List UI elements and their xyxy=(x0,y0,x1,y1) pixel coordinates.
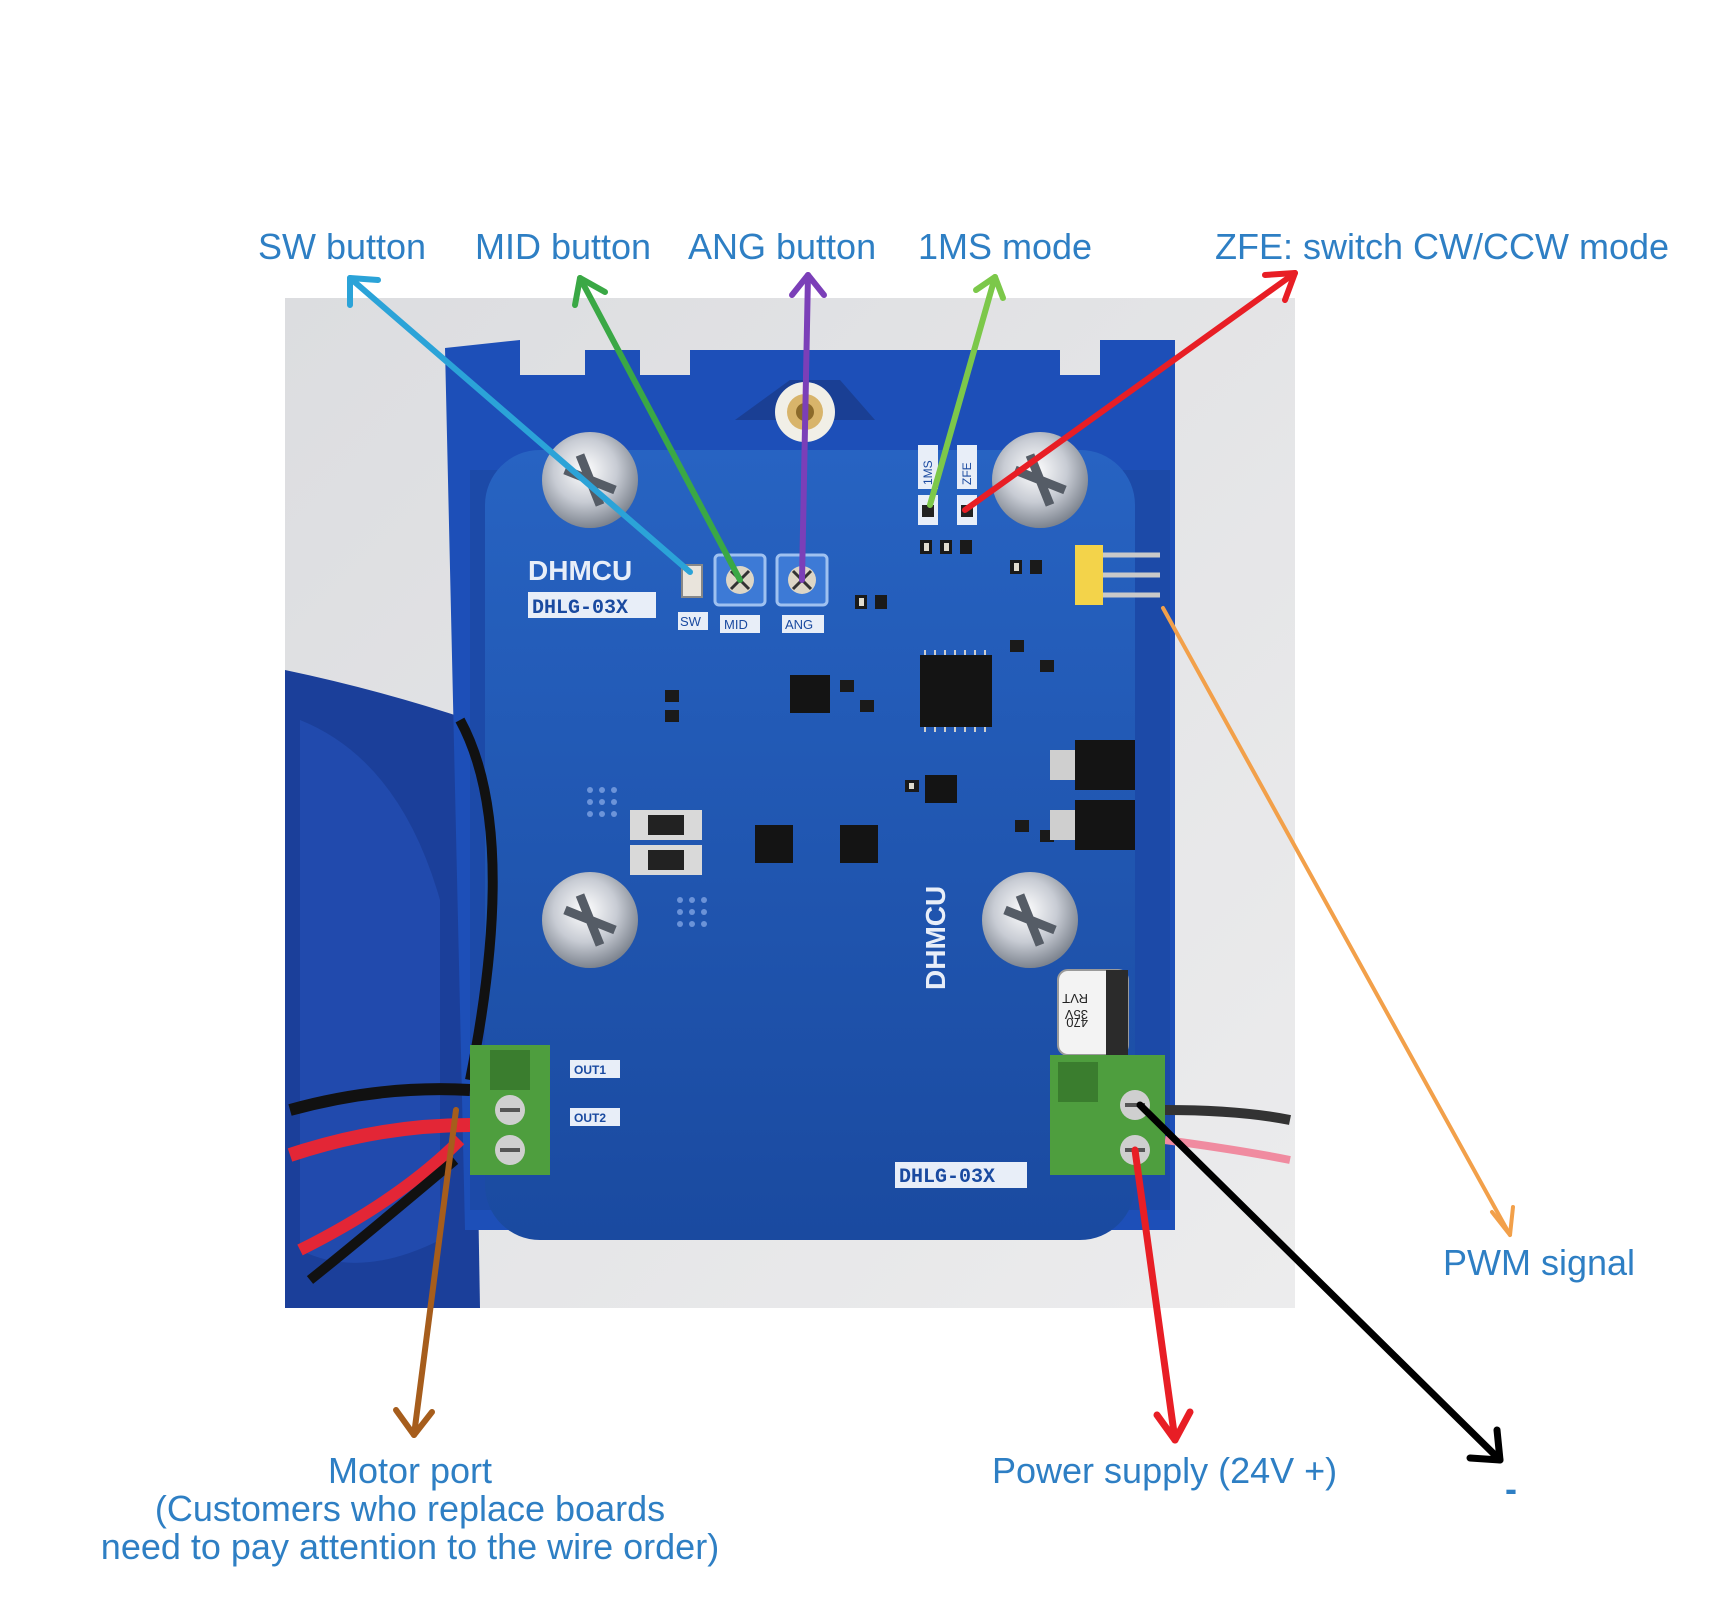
arrow-motor-port xyxy=(411,1107,459,1438)
power-wire xyxy=(1164,1105,1291,1125)
board-zfe-label: ZFE xyxy=(960,462,974,485)
motor-port-note-1: (Customers who replace boards xyxy=(154,1488,666,1529)
arrow-mid-button xyxy=(577,275,743,583)
board-brand: DHMCU xyxy=(528,555,632,586)
motor-port-title: Motor port xyxy=(327,1450,493,1491)
label-1ms-mode: 1MS mode xyxy=(918,226,1093,267)
motor-port-note-2: need to pay attention to the wire order) xyxy=(100,1526,720,1567)
board-out1-label: OUT1 xyxy=(574,1063,606,1077)
label-sw-button: SW button xyxy=(258,226,427,267)
mosfet-2 xyxy=(1075,800,1135,850)
screw-bottom-right xyxy=(982,872,1078,968)
board-ang-label: ANG xyxy=(785,617,813,632)
ic-driver-1 xyxy=(790,675,830,713)
arrow-zfe xyxy=(962,270,1298,513)
motor-wire-black xyxy=(288,1083,471,1116)
pwm-header xyxy=(1075,545,1103,605)
cap-value: 470 xyxy=(1066,1015,1088,1030)
cap-voltage: 35V xyxy=(1065,1007,1088,1022)
label-zfe: ZFE: switch CW/CCW mode xyxy=(1215,226,1670,267)
mosfet-1 xyxy=(1075,740,1135,790)
arrow-power-supply xyxy=(1131,1146,1179,1444)
label-pwm-signal: PWM signal xyxy=(1443,1242,1636,1283)
ic-small xyxy=(925,775,957,803)
label-mid-button: MID button xyxy=(475,226,652,267)
board-model-bottom: DHLG-03X xyxy=(899,1166,995,1189)
pcb xyxy=(485,450,1135,1240)
capacitor: 470 35V RVT xyxy=(1057,969,1129,1056)
label-power-supply: Power supply (24V +) xyxy=(992,1450,1338,1491)
board-model: DHLG-03X xyxy=(532,597,628,620)
microcontroller xyxy=(920,655,992,727)
motor-terminal-block xyxy=(470,1045,550,1175)
board-brand-vertical: DHMCU xyxy=(920,886,951,990)
board-out2-label: OUT2 xyxy=(574,1111,606,1125)
motor-wire-red xyxy=(287,1118,471,1162)
arrow-negative xyxy=(1136,1101,1504,1464)
arrow-pwm-signal xyxy=(1161,606,1512,1237)
board-sw-label: SW xyxy=(680,614,702,629)
board-1ms-label: 1MS xyxy=(921,460,935,485)
arrow-sw-button xyxy=(347,275,693,575)
label-motor-port: Motor port (Customers who replace boards… xyxy=(65,1452,755,1566)
arrow-1ms-mode xyxy=(927,274,998,508)
ic-driver-3 xyxy=(840,825,878,863)
screw-top-right xyxy=(992,432,1088,528)
label-negative: - xyxy=(1505,1468,1517,1509)
cap-series: RVT xyxy=(1062,991,1088,1006)
arrow-ang-button xyxy=(799,272,811,583)
screw-bottom-left xyxy=(542,872,638,968)
ic-driver-2 xyxy=(755,825,793,863)
label-ang-button: ANG button xyxy=(688,226,877,267)
board-mid-label: MID xyxy=(724,617,748,632)
